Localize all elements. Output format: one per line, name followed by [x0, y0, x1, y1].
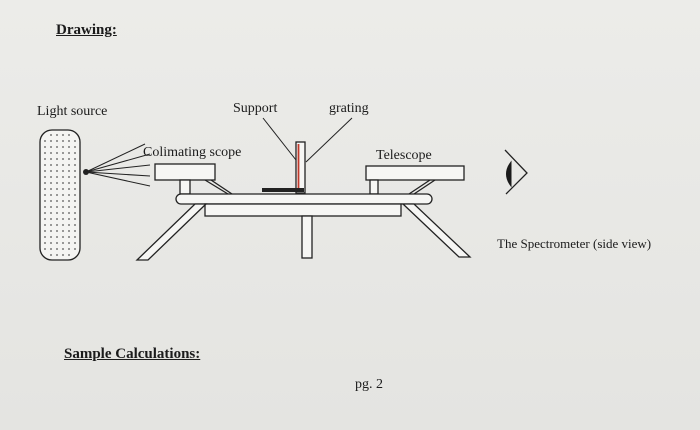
diagram-caption: The Spectrometer (side view): [497, 236, 652, 251]
label-grating: grating: [329, 101, 369, 116]
light-source: [39, 129, 81, 261]
label-telescope: Telescope: [376, 148, 432, 163]
light-rays: [83, 143, 151, 187]
table-legs: [135, 203, 472, 261]
label-support: Support: [233, 101, 278, 116]
page-number: pg. 2: [355, 377, 383, 392]
label-light-source: Light source: [37, 104, 108, 119]
label-collimating-scope: Colimating scope: [143, 145, 242, 160]
spectrometer-table: [175, 193, 433, 259]
sample-calculations-heading: Sample Calculations:: [64, 346, 201, 362]
pointer-lines: [262, 117, 353, 163]
drawing-heading: Drawing:: [56, 22, 117, 38]
telescope: [365, 165, 465, 197]
collimating-scope: [154, 163, 233, 195]
grating: [262, 141, 306, 194]
eye-icon: [504, 149, 528, 195]
